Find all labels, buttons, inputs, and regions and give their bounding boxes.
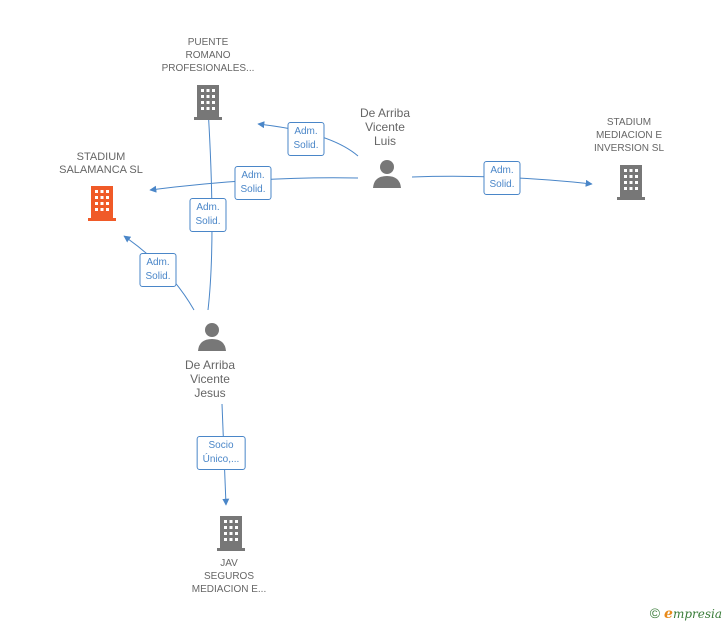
edge-label-luis-puente[interactable]: Adm. Solid.: [287, 122, 325, 156]
edge-label-line: Adm.: [490, 165, 514, 176]
building-icon: [194, 85, 222, 120]
company-label: STADIUM MEDIACION E INVERSION SL: [594, 116, 664, 155]
person-label: De Arriba Vicente Jesus: [185, 358, 235, 400]
edge-label-line: Adm.: [146, 257, 170, 268]
company-label: JAV SEGUROS MEDIACION E...: [192, 557, 266, 596]
edge-label-line: Solid.: [195, 216, 221, 227]
brand-initial: e: [664, 606, 673, 622]
person-icon: [373, 160, 401, 188]
label-line: INVERSION SL: [593, 143, 665, 154]
label-line: Vicente: [365, 120, 405, 134]
label-line: MEDIACION E...: [191, 584, 267, 595]
label-line: JAV: [220, 558, 238, 569]
edge-label-jesus-jav[interactable]: Socio Único,...: [196, 436, 246, 470]
edge-label-jesus-puente[interactable]: Adm. Solid.: [189, 198, 227, 232]
empresia-watermark: ©empresia: [650, 605, 722, 622]
label-line: STADIUM: [606, 117, 652, 128]
edge-label-line: Solid.: [240, 184, 266, 195]
label-line: ROMANO: [185, 50, 231, 61]
edge-label-luis-mediacion[interactable]: Adm. Solid.: [483, 161, 521, 195]
person-label: De Arriba Vicente Luis: [360, 106, 410, 148]
label-line: PUENTE: [187, 37, 229, 48]
edge-label-luis-salamanca[interactable]: Adm. Solid.: [234, 166, 272, 200]
company-label: STADIUM SALAMANCA SL: [59, 151, 143, 177]
edge-label-line: Socio: [208, 440, 234, 451]
label-line: Vicente: [190, 372, 230, 386]
edge-label-line: Solid.: [145, 271, 171, 282]
edge-label-line: Solid.: [293, 140, 319, 151]
copyright-symbol: ©: [649, 605, 661, 621]
building-icon: [88, 186, 116, 221]
edge-label-jesus-salamanca[interactable]: Adm. Solid.: [139, 253, 177, 287]
label-line: SEGUROS: [203, 571, 255, 582]
label-line: SALAMANCA SL: [59, 164, 143, 176]
person-icon: [198, 323, 226, 351]
edge-label-line: Adm.: [196, 202, 220, 213]
label-line: STADIUM: [76, 151, 126, 163]
label-line: PROFESIONALES...: [161, 63, 255, 74]
edge-label-line: Solid.: [489, 179, 515, 190]
label-line: De Arriba: [184, 358, 236, 372]
label-line: De Arriba: [359, 106, 411, 120]
building-icon: [217, 516, 245, 551]
company-label: PUENTE ROMANO PROFESIONALES...: [162, 36, 255, 75]
label-line: Jesus: [194, 386, 226, 400]
brand-name: mpresia: [672, 607, 722, 621]
label-line: Luis: [373, 134, 396, 148]
edge-label-line: Adm.: [241, 170, 265, 181]
edge-label-line: Único,...: [202, 454, 240, 465]
edge-label-line: Adm.: [294, 126, 318, 137]
building-icon: [617, 165, 645, 200]
label-line: MEDIACION E: [595, 130, 663, 141]
